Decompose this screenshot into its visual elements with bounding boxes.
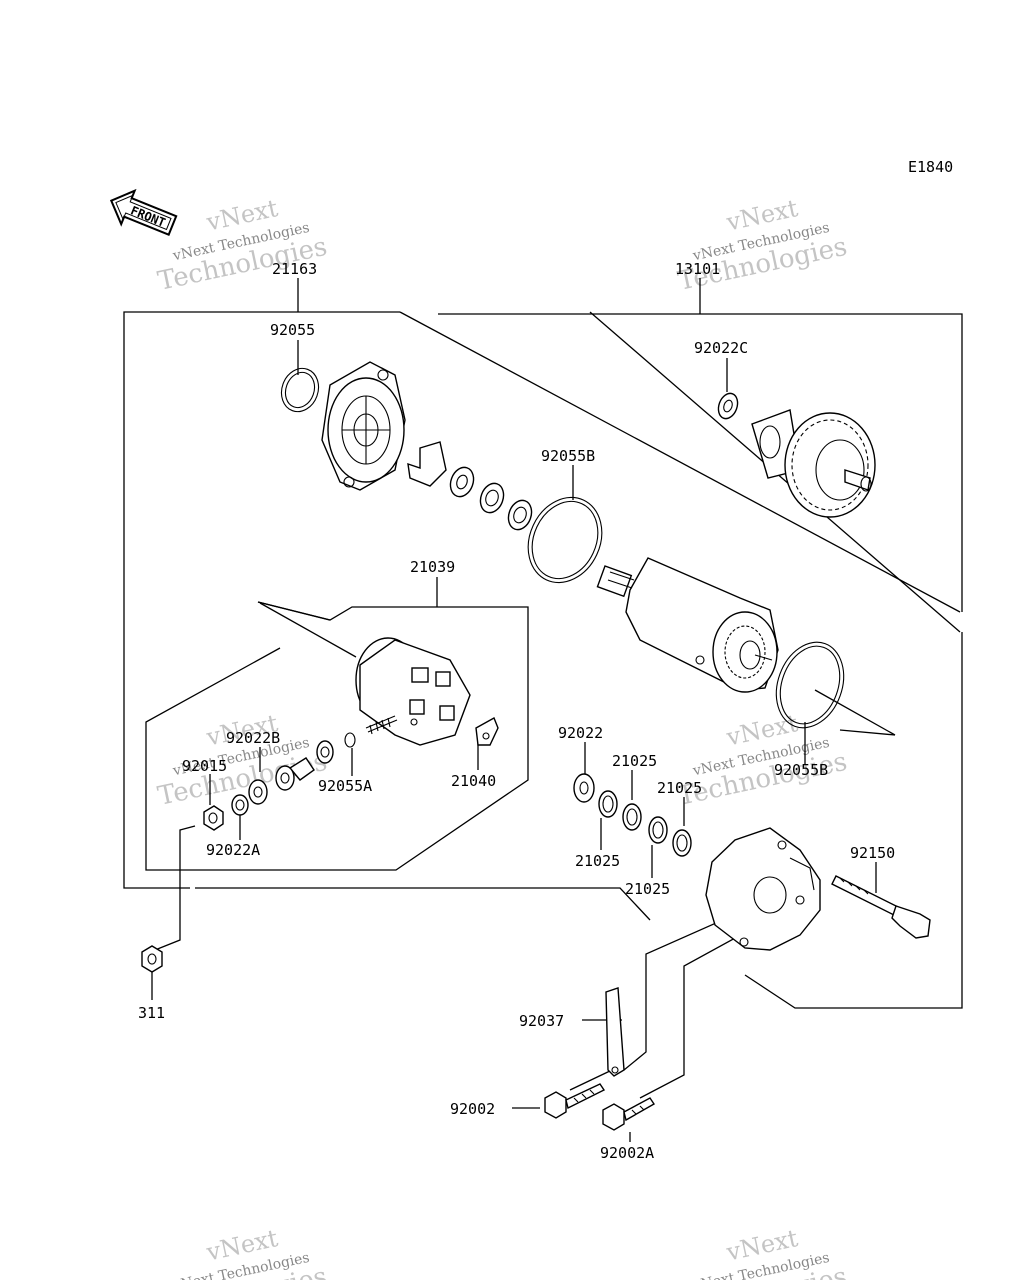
label-21163: 21163 — [272, 260, 317, 278]
watermark-bottom-right: vNext vNext Technologies Technologies — [675, 1224, 850, 1280]
label-13101: 13101 — [675, 260, 720, 278]
leader-lines — [151, 278, 877, 1142]
figure-code: E1840 — [908, 158, 953, 176]
o-ring-92055a — [344, 732, 356, 748]
label-92055: 92055 — [270, 321, 315, 339]
label-92002: 92002 — [450, 1100, 495, 1118]
through-bolt-92150 — [831, 875, 931, 939]
washer-92022b — [316, 740, 334, 764]
o-ring-92055 — [280, 367, 320, 413]
o-ring-92055b-rear — [775, 641, 845, 729]
label-92037: 92037 — [519, 1012, 564, 1030]
bolt-92002a — [602, 1097, 655, 1131]
shim-21025 — [598, 790, 618, 818]
watermark-top-right: vNext vNext Technologies Technologies — [675, 194, 850, 297]
label-21039: 21039 — [410, 558, 455, 576]
nut-311 — [141, 945, 163, 973]
washer — [507, 499, 533, 531]
o-ring-92055b — [527, 496, 603, 584]
label-92055b-rear: 92055B — [774, 761, 828, 779]
parts — [141, 361, 931, 1131]
brush-clip — [407, 441, 447, 487]
label-92055a: 92055A — [318, 777, 372, 795]
washer — [248, 779, 268, 805]
label-92022: 92022 — [558, 724, 603, 742]
shim-21025 — [648, 816, 668, 844]
shim-21025 — [672, 829, 692, 857]
label-92055b: 92055B — [541, 447, 595, 465]
label-92022c: 92022C — [694, 339, 748, 357]
washer-92022a — [231, 794, 249, 816]
washer — [275, 765, 295, 791]
ground-lead-92037 — [605, 987, 625, 1077]
watermark-top-left: vNext vNext Technologies Technologies — [155, 194, 330, 297]
watermark-bottom-left: vNext vNext Technologies Technologies — [155, 1224, 330, 1280]
label-21040: 21040 — [451, 772, 496, 790]
label-21025-2: 21025 — [657, 779, 702, 797]
brush-holder-21039 — [355, 637, 471, 746]
front-cover-21163 — [321, 361, 406, 491]
nut-92015 — [203, 805, 224, 831]
rear-housing — [705, 827, 821, 951]
label-92150: 92150 — [850, 844, 895, 862]
label-92022b: 92022B — [226, 729, 280, 747]
label-92022a: 92022A — [206, 841, 260, 859]
label-311: 311 — [138, 1004, 165, 1022]
washer-92022c — [717, 392, 739, 420]
washer-92022 — [573, 773, 595, 803]
label-21025-3: 21025 — [575, 852, 620, 870]
label-21025-1: 21025 — [612, 752, 657, 770]
label-92015: 92015 — [182, 757, 227, 775]
starter-clutch-13101 — [751, 409, 876, 518]
terminal-bolt — [365, 715, 398, 735]
insulator — [288, 757, 315, 781]
starter-motor-yoke — [596, 557, 779, 693]
part-labels: 21163 13101 92055 92022C 92055B 21039 92… — [138, 260, 895, 1162]
front-arrow-icon: FRONT — [109, 188, 178, 236]
label-21025-4: 21025 — [625, 880, 670, 898]
shim-21025 — [622, 803, 642, 831]
washer — [479, 482, 505, 514]
bolt-92002 — [544, 1083, 606, 1119]
label-92002a: 92002A — [600, 1144, 654, 1162]
washer — [449, 466, 475, 498]
brush-21040 — [475, 717, 499, 746]
